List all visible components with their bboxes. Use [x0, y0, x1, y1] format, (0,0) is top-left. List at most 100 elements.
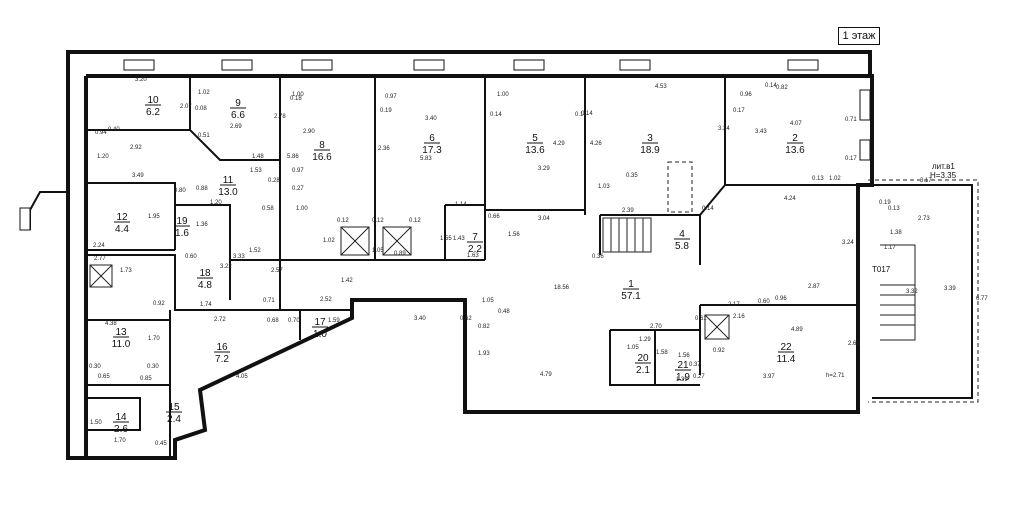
ceiling-height: h=2.71: [826, 373, 845, 379]
room-number: 12: [116, 212, 128, 223]
outer-walls: [29, 50, 874, 460]
room-number: 16: [216, 342, 228, 353]
dimension-label: 3.34: [718, 126, 730, 132]
dimension-label: 0.30: [89, 364, 101, 370]
dimension-label: 1.56: [508, 232, 520, 238]
room-area: 11.0: [112, 339, 131, 350]
dimension-label: 0.28: [268, 178, 280, 184]
dimension-label: 4.07: [790, 121, 802, 127]
dimension-label: 1.03: [598, 184, 610, 190]
dimension-label: 0.14: [575, 112, 587, 118]
room-area: 16.6: [312, 152, 332, 163]
dimension-label: 0.92: [153, 301, 165, 307]
dimension-label: 1.20: [97, 154, 109, 160]
dimension-label: 0.94: [95, 130, 107, 136]
room-number: 1: [628, 279, 634, 290]
dimension-label: 4.24: [784, 196, 796, 202]
dimension-label: 2.36: [378, 146, 390, 152]
dimension-label: 2.17: [728, 302, 740, 308]
dimension-label: 1.58: [656, 350, 668, 356]
dimension-label: 0.18: [290, 96, 302, 102]
dimension-label: 4.79: [540, 372, 552, 378]
dimension-label: 1.43: [453, 236, 465, 242]
dimension-label: 1.73: [120, 268, 132, 274]
dimension-label: 0.14: [702, 206, 714, 212]
dimension-label: 2.52: [320, 297, 332, 303]
dimension-label: 0.97: [385, 94, 397, 100]
room-area: 6.2: [146, 107, 160, 118]
dimension-label: 1.02: [829, 176, 841, 182]
dimension-label: 4.38: [105, 321, 117, 327]
dimension-label: 1.95: [148, 214, 160, 220]
dimension-label: 0.48: [498, 309, 510, 315]
room-number: 2: [792, 133, 798, 144]
dimension-label: 2.72: [214, 317, 226, 323]
dimension-label: 0.51: [198, 133, 210, 139]
room-number: 8: [319, 140, 325, 151]
dimension-label: 3.17: [920, 178, 932, 184]
dimension-label: 0.92: [713, 348, 725, 354]
dimension-label: 0.13: [812, 176, 824, 182]
dimension-label: 1.70: [148, 336, 160, 342]
dimension-label: 1.63: [467, 253, 479, 259]
dimension-label: 0.66: [488, 214, 500, 220]
dimension-label: 3.40: [414, 316, 426, 322]
room-labels: 157.1213.6318.945.8513.6617.372.2816.696…: [112, 95, 806, 435]
dimension-label: 3.97: [763, 374, 775, 380]
room-area: 2.1: [636, 365, 650, 376]
dimension-label: 0.60: [758, 299, 770, 305]
dimension-label: 0.27: [693, 374, 705, 380]
dimension-label: 2.70: [650, 324, 662, 330]
annex-label: Т017: [872, 265, 891, 274]
room-number: 4: [679, 229, 685, 240]
dimension-label: 0.17: [733, 108, 745, 114]
dimension-label: 4.89: [791, 327, 803, 333]
room-number: 3: [647, 133, 653, 144]
room-number: 21: [677, 360, 689, 371]
dimension-label: 1.52: [249, 248, 261, 254]
room-area: 57.1: [621, 291, 641, 302]
dimension-label: 6.77: [976, 296, 988, 302]
dimension-label: 0.40: [108, 127, 120, 133]
dimension-label: 0.62: [460, 316, 472, 322]
dimension-label: 1.38: [890, 230, 902, 236]
dimension-label: 0.60: [185, 254, 197, 260]
room-area: 4.4: [115, 224, 129, 235]
dimension-label: 0.68: [267, 318, 279, 324]
dimension-label: 2.39: [622, 208, 634, 214]
dimension-label: 2.57: [271, 268, 283, 274]
floor-label: 1 этаж: [838, 27, 880, 45]
dimension-label: 0.37: [689, 362, 701, 368]
room-number: 20: [637, 353, 649, 364]
dimension-label: 0.17: [845, 156, 857, 162]
annex: [868, 179, 979, 403]
dimension-label: 3.24: [842, 240, 854, 246]
room-number: 5: [532, 133, 538, 144]
dimension-label: 0.85: [140, 376, 152, 382]
dimension-label: 2.92: [130, 145, 142, 151]
dimension-label: 0.82: [478, 324, 490, 330]
dimension-label: 1.00: [497, 92, 509, 98]
dimension-label: 0.97: [292, 168, 304, 174]
dimension-label: 0.08: [195, 106, 207, 112]
dimension-label: 0.30: [147, 364, 159, 370]
dimension-label: 1.70: [114, 438, 126, 444]
dimension-label: 2.73: [918, 216, 930, 222]
dimension-label: 2.78: [274, 114, 286, 120]
dimension-label: 0.88: [196, 186, 208, 192]
dimension-label: 2.90: [303, 129, 315, 135]
dimension-label: 0.71: [845, 117, 857, 123]
room-number: 19: [176, 216, 188, 227]
dimension-label: 4.53: [655, 84, 667, 90]
room-number: 18: [199, 268, 211, 279]
dimension-label: 1.56: [678, 353, 690, 359]
dimension-label: 1.48: [252, 154, 264, 160]
room-number: 15: [168, 402, 180, 413]
room-number: 14: [115, 412, 127, 423]
shafts: [89, 226, 730, 340]
dimension-label: 0.19: [380, 108, 392, 114]
dimension-label: 1.17: [884, 245, 896, 251]
dimension-label: 0.19: [879, 200, 891, 206]
